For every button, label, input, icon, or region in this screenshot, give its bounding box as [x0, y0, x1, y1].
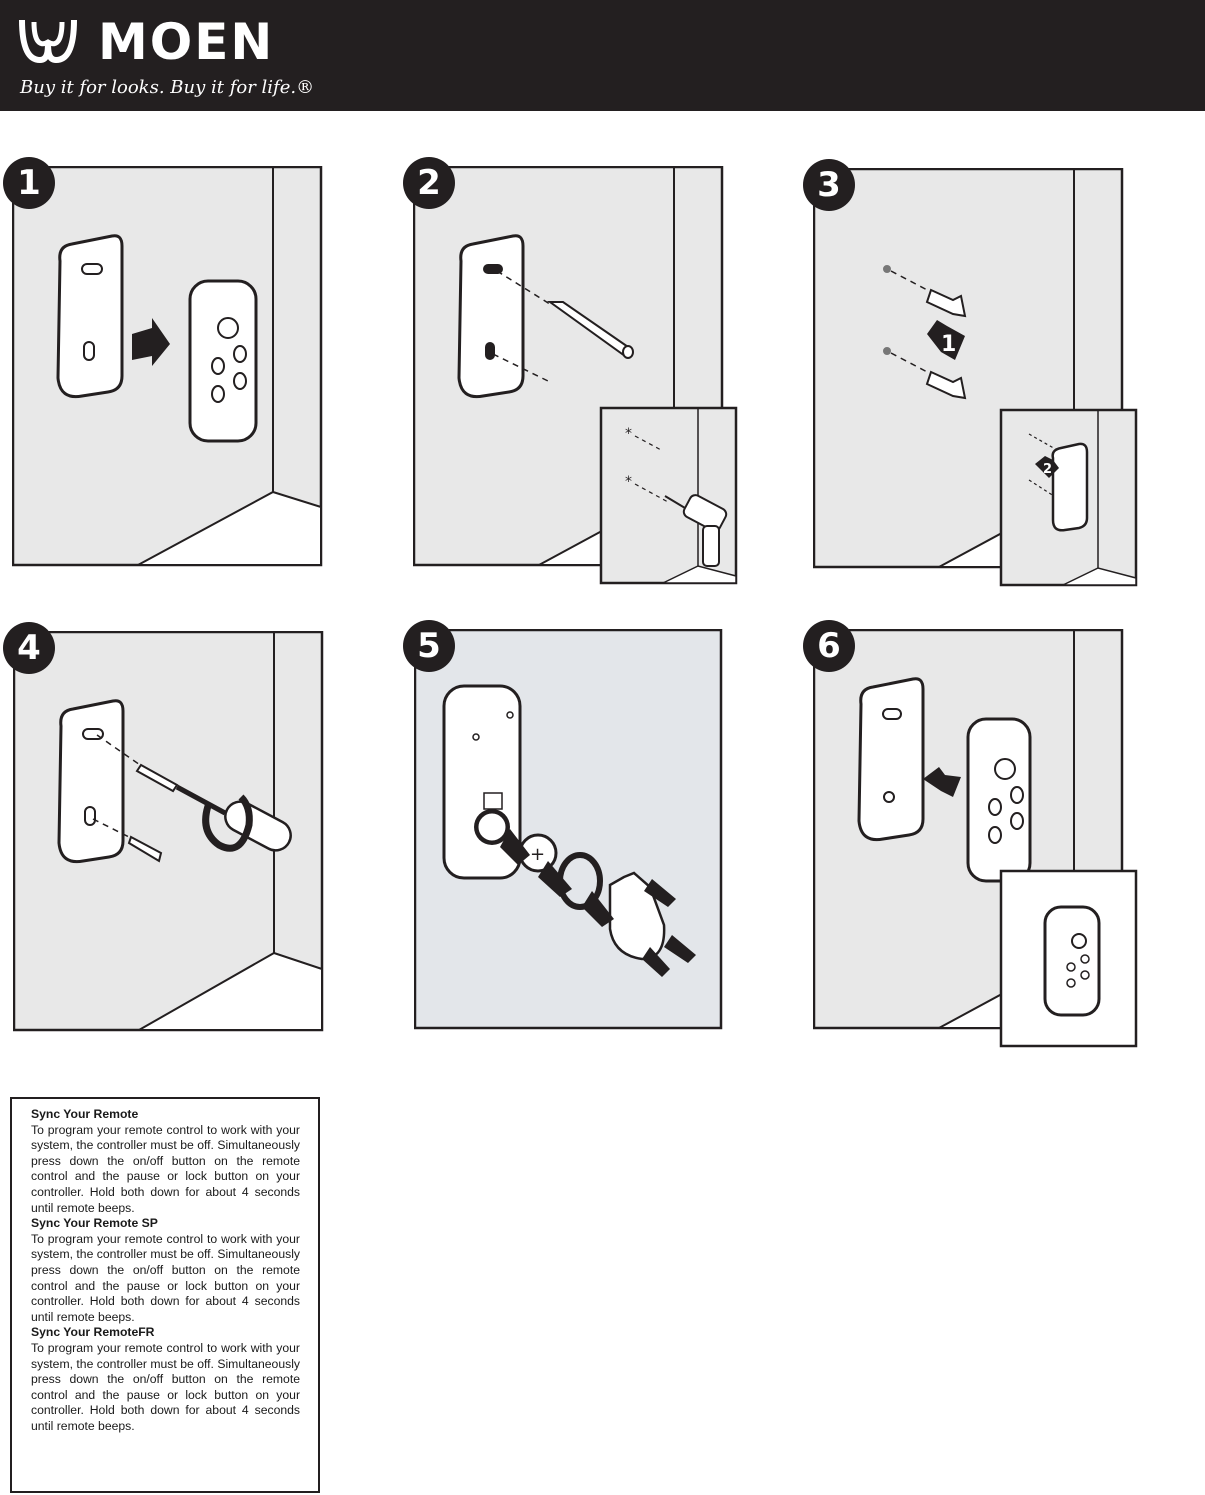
step-6-badge: 6	[803, 620, 855, 672]
step-3-badge: 3	[803, 159, 855, 211]
section-sync-remote-fr: Sync Your RemoteFR To program your remot…	[31, 1325, 300, 1434]
sync-instructions-box: Sync Your Remote To program your remote …	[10, 1097, 320, 1493]
svg-text:*: *	[625, 426, 632, 442]
sub-step-1-label: 1	[941, 332, 956, 357]
section-body: To program your remote control to work w…	[31, 1122, 300, 1215]
step-1-badge: 1	[3, 157, 55, 209]
section-body: To program your remote control to work w…	[31, 1340, 300, 1433]
brand-tagline: Buy it for looks. Buy it for life.®	[20, 77, 315, 98]
step-4-badge: 4	[3, 622, 55, 674]
arrow-icon	[923, 767, 961, 797]
step-1-illustration	[12, 166, 324, 569]
step-6-illustration	[813, 629, 1139, 1049]
arrow-icon	[927, 320, 965, 360]
arrow-icon	[644, 879, 676, 907]
section-title: Sync Your Remote SP	[31, 1216, 158, 1231]
step-5-badge: 5	[403, 620, 455, 672]
section-body: To program your remote control to work w…	[31, 1231, 300, 1324]
arrow-icon	[582, 891, 614, 927]
header-banner: MOEN Buy it for looks. Buy it for life.®	[0, 0, 1205, 111]
section-sync-remote: Sync Your Remote To program your remote …	[31, 1107, 300, 1216]
arrow-icon	[132, 318, 170, 366]
arrow-icon	[500, 829, 530, 865]
pencil-icon	[546, 301, 634, 359]
arrow-icon	[538, 861, 572, 897]
section-sync-remote-sp: Sync Your Remote SP To program your remo…	[31, 1216, 300, 1325]
arrow-icon	[664, 935, 696, 963]
step-2-badge: 2	[403, 157, 455, 209]
section-title: Sync Your RemoteFR	[31, 1325, 155, 1340]
arrow-icon	[642, 947, 670, 977]
step-3-illustration: 1 2	[813, 168, 1139, 588]
screw-icon	[127, 763, 179, 863]
section-title: Sync Your Remote	[31, 1107, 139, 1121]
moen-logo-icon	[19, 19, 77, 64]
svg-text:*: *	[625, 474, 632, 490]
svg-text:+: +	[530, 844, 545, 865]
drill-icon	[664, 494, 728, 567]
step-4-illustration	[13, 631, 325, 1034]
sub-step-2-label: 2	[1043, 462, 1052, 477]
step-2-illustration: * *	[413, 166, 739, 586]
step-5-illustration: +	[414, 629, 726, 1032]
anchor-icon	[925, 288, 967, 400]
rotate-arrow-icon	[202, 794, 253, 852]
screwdriver-icon	[175, 784, 292, 852]
brand-name: MOEN	[98, 13, 275, 71]
